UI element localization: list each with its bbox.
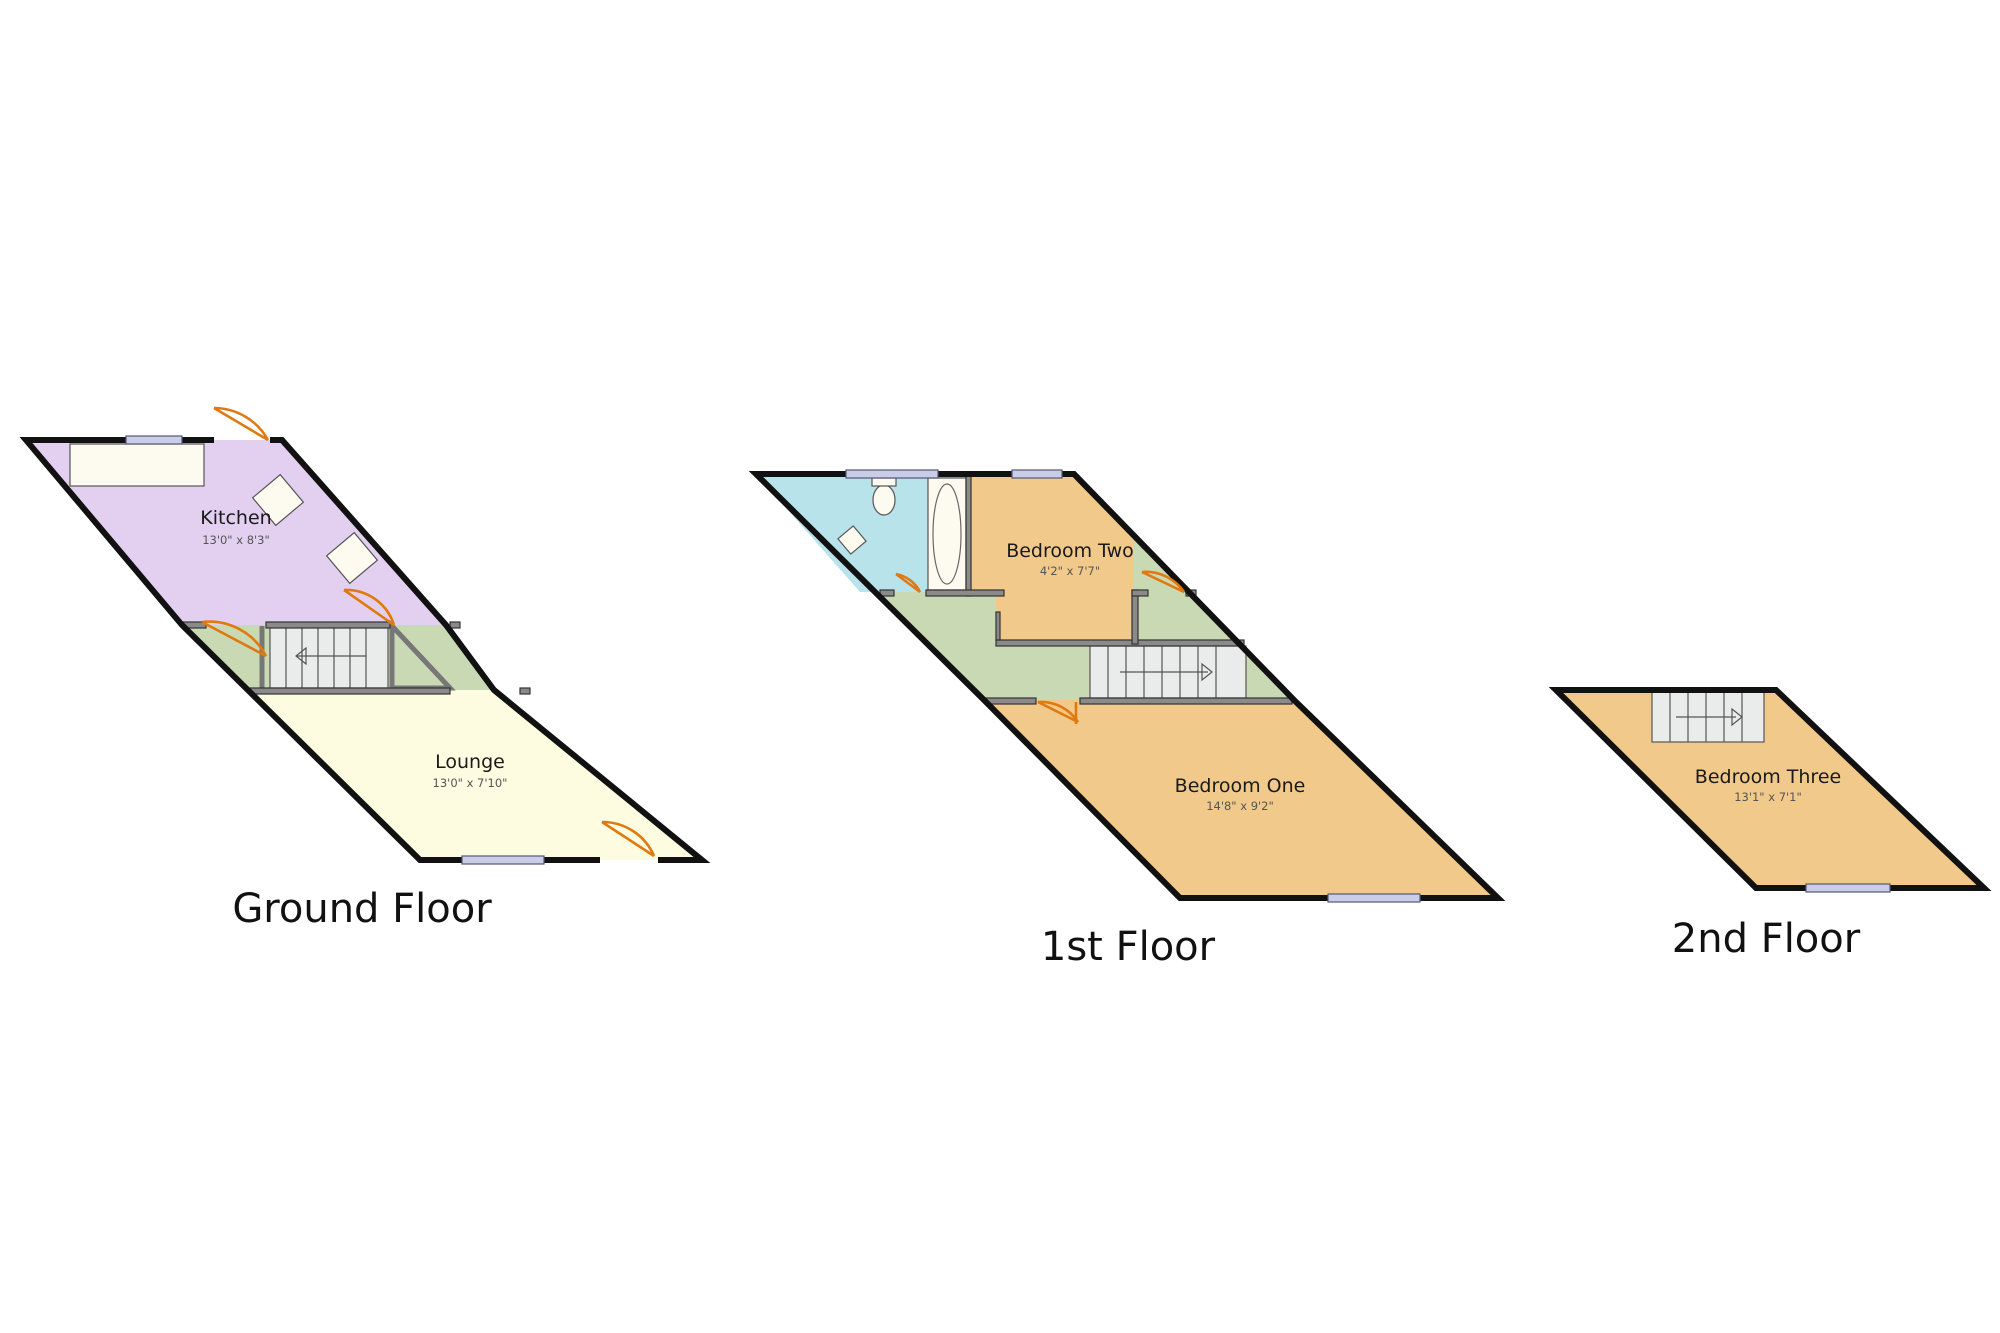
door-swing [343, 588, 396, 627]
ground-floor: Kitchen 13'0" x 8'3" Lounge 13'0" x 7'10… [19, 406, 711, 932]
kitchen-worktop [69, 443, 205, 487]
room-dimensions-bedroom-three: 13'1" x 7'1" [1734, 790, 1802, 804]
door-swing [1141, 570, 1186, 594]
internal-wall [449, 621, 461, 629]
window [1805, 883, 1891, 893]
bedroom-one-area [984, 700, 1498, 898]
first-outer-wall [748, 471, 1506, 901]
stair-arrow-icon [295, 646, 307, 666]
window [125, 435, 183, 445]
internal-wall [985, 697, 1037, 705]
ground-staircase [269, 625, 389, 689]
bedroom-two-area [968, 474, 1134, 642]
window [845, 469, 939, 479]
floor-label-first: 1st Floor [1041, 924, 1216, 970]
door-swing [201, 620, 268, 658]
door-swing [601, 820, 656, 858]
room-name-bedroom-two: Bedroom Two [1006, 540, 1134, 562]
bathroom-area [756, 474, 968, 592]
internal-wall [925, 589, 1005, 597]
room-dimensions-bedroom-one: 14'8" x 9'2" [1206, 799, 1274, 813]
kitchen-appliance [325, 531, 379, 585]
door-swing [213, 406, 270, 442]
room-dimensions-bedroom-two: 4'2" x 7'7" [1040, 564, 1100, 578]
internal-wall [249, 687, 451, 695]
floor-label-ground: Ground Floor [232, 886, 492, 932]
basin-icon [837, 525, 867, 555]
bath-tub [927, 477, 967, 591]
internal-wall [995, 639, 1245, 647]
bedroom-three-area [1556, 690, 1984, 888]
stair-arrow-icon [1731, 707, 1743, 727]
ground-stair-treads [285, 626, 367, 688]
internal-wall [1131, 589, 1139, 645]
window [461, 855, 545, 865]
internal-wall [1079, 697, 1293, 705]
floor-label-second: 2nd Floor [1672, 916, 1861, 962]
window [1327, 893, 1421, 903]
window [1011, 469, 1063, 479]
internal-wall [965, 473, 972, 597]
toilet-icon [872, 484, 896, 516]
door-swing [895, 572, 922, 594]
second-floor: Bedroom Three 13'1" x 7'1" 2nd Floor [1548, 687, 1992, 962]
kitchen-appliance [251, 473, 305, 527]
internal-wall [265, 621, 391, 629]
internal-wall [519, 687, 531, 695]
room-name-kitchen: Kitchen [200, 507, 271, 529]
lounge-area [252, 690, 702, 860]
first-floor: Bedroom Two 4'2" x 7'7" Bedroom One 14'8… [748, 469, 1506, 970]
first-stair-treads [1107, 646, 1217, 698]
second-outer-wall [1548, 687, 1992, 891]
room-name-lounge: Lounge [435, 751, 505, 773]
internal-wall [995, 611, 1001, 641]
room-name-bedroom-one: Bedroom One [1175, 775, 1306, 797]
internal-wall [1131, 589, 1149, 597]
room-dimensions-kitchen: 13'0" x 8'3" [202, 533, 270, 547]
room-dimensions-lounge: 13'0" x 7'10" [433, 776, 508, 790]
room-name-bedroom-three: Bedroom Three [1695, 766, 1841, 788]
ground-outer-wall [270, 437, 711, 863]
bath-tub-basin [932, 483, 962, 585]
toilet-cistern [871, 477, 897, 487]
stair-arrow-icon [1201, 662, 1213, 682]
